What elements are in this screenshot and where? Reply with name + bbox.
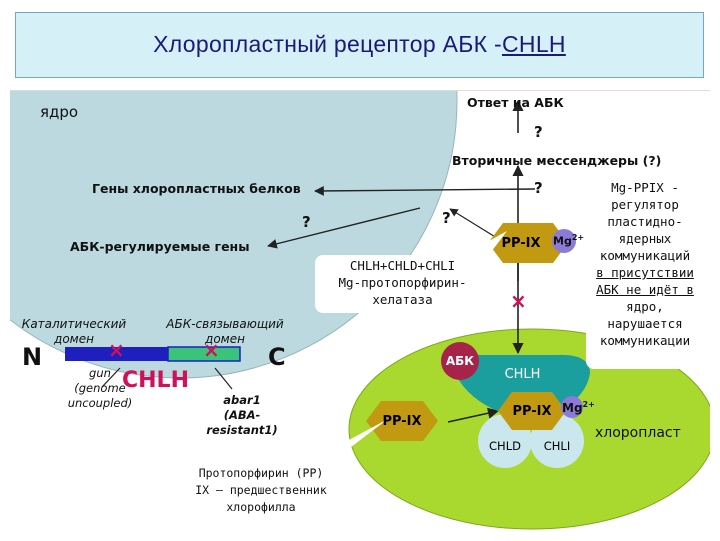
catalytic-line-2: домен	[54, 332, 94, 346]
chld-label: CHLD	[489, 439, 521, 453]
enzyme-callout-tail	[462, 231, 507, 256]
enzyme-callout: CHLH+CHLD+CHLI Mg-протопорфирин- хелатаз…	[315, 255, 490, 313]
regulator-line-2: регулятор	[611, 197, 679, 212]
slide-title: Хлоропластный рецептор АБК -CHLH	[16, 31, 703, 58]
catalytic-line-1: Каталитический	[21, 317, 127, 331]
regulator-callout-tail	[578, 219, 588, 245]
ppix-top-label: PP-IX	[501, 235, 541, 251]
regulator-callout: Mg-PPIX - регулятор пластидно- ядерных к…	[586, 177, 704, 369]
regulator-line-5: коммуникаций	[599, 248, 691, 263]
pp-line-3: хлорофилла	[226, 500, 296, 514]
regulator-line-6: в присутствии	[596, 265, 694, 280]
aba-binding-line-2: домен	[205, 332, 245, 346]
pointer-abar	[214, 367, 233, 390]
mg-top-circle	[552, 229, 576, 253]
n-terminus-label: N	[22, 343, 43, 371]
ppix-top-hexagon	[488, 223, 568, 263]
ppix-free-hexagon	[366, 401, 438, 441]
pp-callout: Протопорфирин (PP) IX – предшественник х…	[175, 461, 347, 523]
gun-line-2: (genome	[74, 381, 126, 395]
diagram-panel: ядро Гены хлоропластных белков ? АБК-рег…	[10, 90, 710, 541]
abar-mutant-label: abar1 (ABA- resistant1)	[202, 393, 282, 438]
pathway-question-2: ?	[534, 179, 543, 197]
regulator-line-4: ядерных	[618, 231, 672, 246]
regulator-line-1: Mg-PPIX -	[611, 180, 679, 195]
pathway-question-3: ?	[442, 209, 451, 227]
enzyme-line-2: Mg-протопорфирин-	[338, 275, 467, 290]
gun-mutant-label: gun (genome uncoupled)	[60, 366, 140, 411]
title-text: Хлоропластный рецептор АБК -	[153, 31, 502, 57]
arrow-free-to-bound	[447, 407, 500, 423]
abar-mutation-mark: ×	[203, 338, 220, 362]
chli-label: CHLI	[543, 439, 571, 453]
regulator-line-10: коммуникации	[599, 333, 691, 348]
regulator-line-7: АБК не идёт в	[596, 282, 694, 297]
chlh-label: CHLH	[504, 366, 541, 382]
gun-line-3: uncoupled)	[67, 396, 133, 410]
ppix-bound-hexagon	[498, 392, 566, 430]
catalytic-domain-label: Каталитический домен	[14, 317, 134, 347]
enzyme-line-3: хелатаза	[372, 292, 433, 307]
mg-top-charge: 2+	[571, 233, 585, 242]
gun-mutation-mark: ×	[108, 338, 125, 362]
title-box: Хлоропластный рецептор АБК -CHLH	[15, 12, 704, 78]
mg-bound-charge: 2+	[582, 400, 595, 409]
chloroplast-genes-label: Гены хлоропластных белков	[92, 181, 301, 196]
aba-binding-domain-bar	[167, 346, 241, 362]
diagram-shapes	[10, 91, 710, 530]
gun-line-1: gun	[89, 366, 111, 380]
aba-label: АБК	[445, 354, 475, 368]
aba-binding-line-1: АБК-связывающий	[166, 317, 284, 331]
aba-genes-label: АБК-регулируемые гены	[70, 239, 250, 254]
nucleus-question: ?	[302, 213, 311, 231]
mg-top-text: Mg	[553, 234, 572, 248]
c-terminus-label: C	[268, 343, 286, 371]
abar-line-2: (ABA-	[223, 408, 261, 422]
chlh-protein-label: CHLH	[122, 368, 189, 393]
aba-response-label: Ответ на АБК	[467, 95, 564, 110]
pp-callout-tail	[306, 419, 388, 463]
pathway-question-1: ?	[534, 123, 543, 141]
aba-binding-domain-label: АБК-связывающий домен	[160, 317, 290, 347]
arrow-to-chloroplast-genes	[314, 186, 536, 196]
chloroplast-label: хлоропласт	[595, 425, 681, 441]
second-messengers-label: Вторичные мессенджеры (?)	[452, 153, 662, 168]
abar-line-3: resistant1)	[206, 423, 278, 437]
title-gene: CHLH	[502, 31, 566, 57]
nucleus-label: ядро	[40, 103, 79, 121]
mg-bound-text: Mg	[562, 401, 583, 415]
pathway-block-mark: ×	[510, 289, 527, 313]
mg-bound-circle	[561, 396, 583, 418]
mg-top-label: Mg2+	[553, 233, 584, 248]
pointer-gun	[101, 367, 121, 388]
regulator-line-8: ядро,	[626, 299, 664, 314]
arrow-to-aba-genes	[267, 207, 421, 249]
ppix-bound-label: PP-IX	[512, 403, 552, 419]
mg-bound-label: Mg2+	[562, 400, 595, 415]
abar-line-1: abar1	[223, 393, 261, 407]
catalytic-domain-bar	[65, 347, 168, 361]
ppix-free-label: PP-IX	[382, 413, 422, 429]
pp-line-1: Протопорфирин (PP)	[198, 466, 324, 480]
aba-molecule	[441, 342, 479, 380]
pp-line-2: IX – предшественник	[195, 483, 327, 497]
regulator-line-3: пластидно-	[607, 214, 683, 229]
regulator-line-9: нарушается	[607, 316, 683, 331]
enzyme-line-1: CHLH+CHLD+CHLI	[349, 258, 456, 273]
